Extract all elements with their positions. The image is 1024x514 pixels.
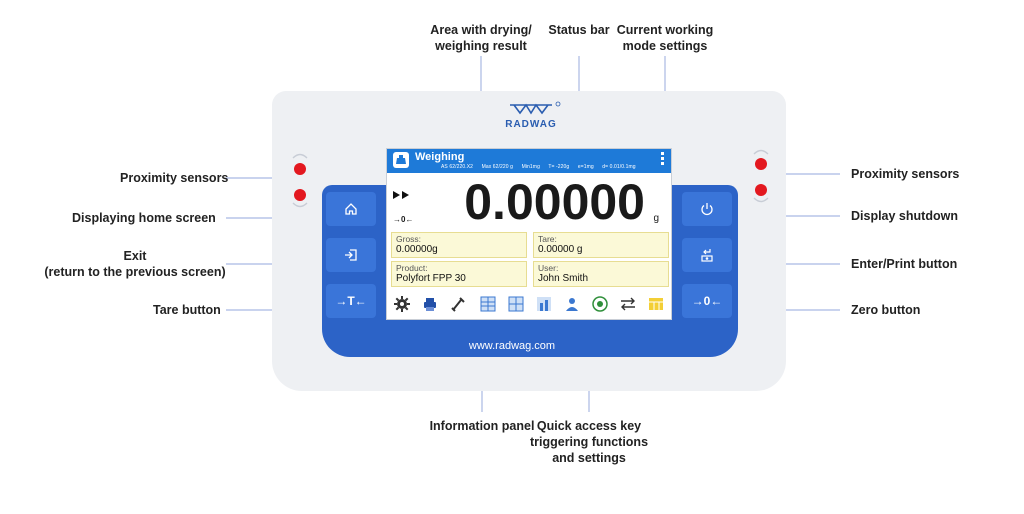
product-value: Polyfort FPP 30 — [396, 273, 466, 284]
status-item-d: d= 0.01/0.1mg — [602, 164, 636, 170]
sensor-wave-icon — [292, 153, 308, 159]
stability-icon — [393, 191, 409, 199]
info-cell-product: Product: Polyfort FPP 30 — [391, 261, 527, 287]
info-cell-gross: Gross: 0.00000g — [391, 232, 527, 258]
proximity-sensor-right-top — [755, 158, 767, 170]
status-item-min: Min1mg — [521, 164, 540, 170]
record-icon[interactable] — [591, 295, 609, 313]
gross-value: 0.00000g — [396, 244, 438, 255]
sensor-wave-icon — [292, 202, 308, 208]
gross-label: Gross: — [396, 234, 422, 244]
printer-icon[interactable] — [421, 295, 439, 313]
label-shutdown: Display shutdown — [851, 209, 958, 223]
tools-icon[interactable] — [449, 295, 467, 313]
mode-name: Weighing — [415, 151, 465, 163]
status-bar[interactable]: Weighing AS 62/220.X2 Max 62/220 g Min1m… — [387, 149, 671, 173]
device-url: www.radwag.com — [468, 340, 556, 352]
sensor-wave-icon — [753, 197, 769, 203]
label-tare: Tare button — [153, 303, 221, 317]
tare-value: 0.00000 g — [538, 244, 583, 255]
shutdown-button[interactable] — [682, 192, 732, 226]
weighing-unit: g — [653, 213, 659, 224]
chart-icon[interactable] — [535, 295, 553, 313]
label-home: Displaying home screen — [72, 211, 216, 225]
database-icon[interactable] — [647, 295, 665, 313]
zero-indicator: →0← — [393, 215, 414, 224]
label-info-panel: Information panel — [429, 419, 535, 433]
label-zero: Zero button — [851, 303, 921, 317]
status-item-e: e=1mg — [577, 164, 594, 170]
weighing-mode-icon — [393, 152, 409, 168]
settings-gear-icon[interactable] — [393, 295, 411, 313]
label-exit: Exit (return to the previous screen) — [44, 249, 226, 279]
transfer-icon[interactable] — [619, 295, 637, 313]
label-quick-access: Quick access key triggering functions an… — [529, 419, 649, 465]
tare-label: Tare: — [538, 234, 557, 244]
user-value: John Smith — [538, 273, 589, 284]
user-icon[interactable] — [563, 295, 581, 313]
label-proximity-right: Proximity sensors — [851, 167, 960, 181]
product-label: Product: — [396, 263, 428, 273]
status-item-tare: T= -220g — [548, 164, 570, 170]
settings-menu-icon[interactable] — [661, 152, 665, 167]
power-icon — [701, 203, 713, 216]
display-screen[interactable]: Weighing AS 62/220.X2 Max 62/220 g Min1m… — [386, 148, 672, 320]
home-button[interactable] — [326, 192, 376, 226]
info-cell-tare: Tare: 0.00000 g — [533, 232, 669, 258]
brand-text: RADWAG — [505, 119, 557, 130]
sensor-wave-icon — [753, 149, 769, 155]
information-panel: Gross: 0.00000g Tare: 0.00000 g Product:… — [391, 232, 669, 288]
quick-access-bar — [387, 291, 671, 319]
status-item-max: Max 62/220 g — [481, 164, 514, 170]
exit-button[interactable] — [326, 238, 376, 272]
enter-print-icon — [701, 249, 713, 262]
label-proximity-left: Proximity sensors — [120, 171, 229, 185]
label-status-bar: Status bar — [548, 23, 610, 37]
exit-icon — [345, 249, 357, 261]
weighing-value: 0.00000 — [464, 174, 645, 230]
user-label: User: — [538, 263, 559, 273]
label-result-area: Area with drying/ weighing result — [430, 23, 532, 53]
home-icon — [345, 203, 357, 215]
weighing-result-area: →0← 0.00000 g — [387, 173, 671, 231]
proximity-sensor-left-top — [294, 163, 306, 175]
proximity-sensor-right-bottom — [755, 184, 767, 196]
status-item-model: AS 62/220.X2 — [441, 164, 474, 170]
label-mode-settings: Current working mode settings — [616, 23, 714, 53]
tare-button[interactable]: →T← — [326, 284, 376, 318]
grid-view-icon[interactable] — [507, 295, 525, 313]
proximity-sensor-left-bottom — [294, 189, 306, 201]
status-items: AS 62/220.X2 Max 62/220 g Min1mg T= -220… — [441, 164, 643, 170]
info-cell-user: User: John Smith — [533, 261, 669, 287]
table-view-icon[interactable] — [479, 295, 497, 313]
enter-print-button[interactable] — [682, 238, 732, 272]
radwag-logo-icon: RADWAG — [505, 101, 561, 130]
label-enter: Enter/Print button — [851, 257, 958, 271]
zero-button[interactable]: →0← — [682, 284, 732, 318]
